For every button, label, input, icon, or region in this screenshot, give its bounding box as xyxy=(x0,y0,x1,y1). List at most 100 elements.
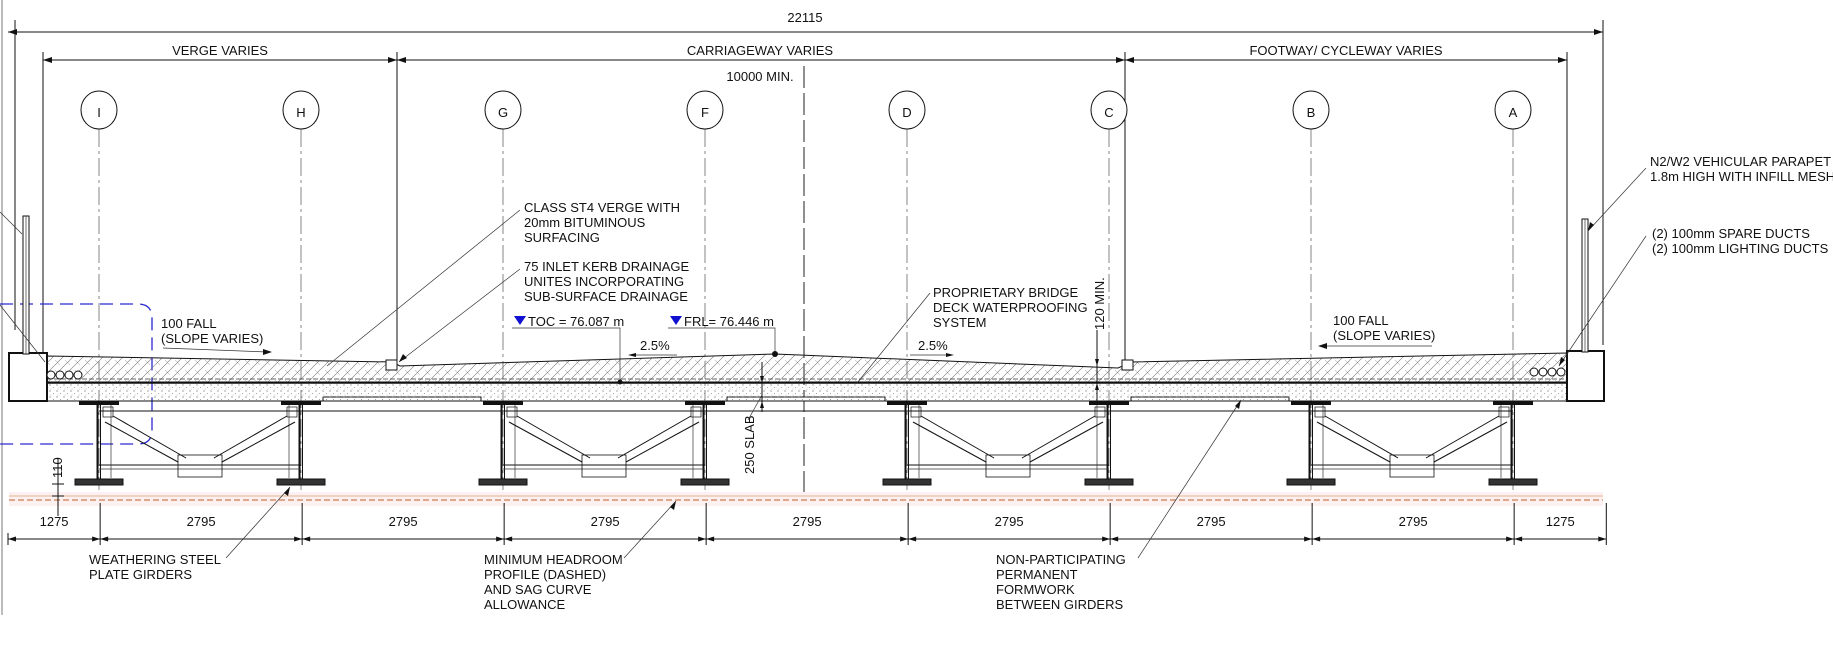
slab-label: 250 SLAB xyxy=(742,415,757,474)
girder-top-flange xyxy=(79,401,119,405)
callout-line: NON-PARTICIPATING xyxy=(996,552,1126,567)
girder-bottom-flange xyxy=(882,478,932,486)
gusset-plate xyxy=(1389,454,1435,478)
girder-top-flange xyxy=(685,401,725,405)
carriageway-varies-label: CARRIAGEWAY VARIES xyxy=(687,43,833,58)
girder-spacing-label: 2795 xyxy=(187,514,216,529)
girder-bottom-flange xyxy=(276,478,326,486)
girders xyxy=(74,396,1538,486)
girder-spacing-label: 1275 xyxy=(40,514,69,529)
grid-label: F xyxy=(701,105,709,120)
surfacing-min-label: 120 MIN. xyxy=(1092,277,1107,330)
bearing-stiffener-plate xyxy=(102,406,114,418)
grid-line-f: F xyxy=(686,90,724,490)
girder-bottom-flange xyxy=(74,478,124,486)
girder xyxy=(1488,401,1538,486)
bearing-stiffener-plate xyxy=(286,406,298,418)
cross-frame-diagonal xyxy=(508,415,591,463)
cross-frame xyxy=(1311,405,1513,478)
grid-label: C xyxy=(1104,105,1113,120)
girder-spacing-label: 2795 xyxy=(793,514,822,529)
cross-frame xyxy=(503,405,705,478)
girder-spacing-label: 2795 xyxy=(591,514,620,529)
svg-text:100 FALL(SLOPE VARIES): 100 FALL(SLOPE VARIES) xyxy=(161,316,263,346)
bearing-stiffener-plate xyxy=(1314,406,1326,418)
left-parapet xyxy=(22,215,30,355)
right-ducts xyxy=(1529,367,1566,377)
cross-frame-diagonal xyxy=(1316,415,1399,463)
grid-bubble xyxy=(1292,90,1330,130)
girder xyxy=(478,401,528,486)
cross-frame-diagonal xyxy=(104,415,187,463)
level-marker-icon xyxy=(670,316,682,325)
girder-spacing-label: 2795 xyxy=(995,514,1024,529)
callout-line: DECK WATERPROOFING xyxy=(933,300,1088,315)
callout-line: PROPRIETARY BRIDGE xyxy=(933,285,1079,300)
callout-line: SUB-SURFACE DRAINAGE xyxy=(524,289,688,304)
left-parapet-leader xyxy=(0,211,23,235)
grid-label: A xyxy=(1509,105,1518,120)
callout-line: SYSTEM xyxy=(933,315,986,330)
overall-dimension-label: 22115 xyxy=(787,10,822,25)
girder xyxy=(1286,401,1336,486)
cross-frame xyxy=(907,405,1109,478)
clearance-label: 110 xyxy=(50,457,65,478)
callout-line: 20mm BITUMINOUS xyxy=(524,215,646,230)
girder xyxy=(680,401,730,486)
grid-label: I xyxy=(97,105,101,120)
footway-varies-label: FOOTWAY/ CYCLEWAY VARIES xyxy=(1249,43,1442,58)
girder xyxy=(74,401,124,486)
girder-bottom-flange xyxy=(1488,478,1538,486)
callout-line: UNITES INCORPORATING xyxy=(524,274,684,289)
girder-bottom-flange xyxy=(478,478,528,486)
callout-line: SURFACING xyxy=(524,230,600,245)
right-parapet xyxy=(1581,218,1589,353)
bearing-stiffener-plate xyxy=(1094,406,1106,418)
surfacing xyxy=(46,352,1568,383)
svg-text:(2) 100mm SPARE DUCTS(2) 100mm: (2) 100mm SPARE DUCTS(2) 100mm LIGHTING … xyxy=(1652,226,1829,256)
frl-level-label: FRL= 76.446 m xyxy=(684,314,774,329)
callout-line: AND SAG CURVE xyxy=(484,582,592,597)
girder-top-flange xyxy=(887,401,927,405)
grid-line-h: H xyxy=(282,90,320,490)
callout-line: FORMWORK xyxy=(996,582,1075,597)
grid-line-b: B xyxy=(1292,90,1330,490)
girder xyxy=(276,401,326,486)
callout-line: WEATHERING STEEL xyxy=(89,552,221,567)
girder-spacing-label: 2795 xyxy=(1197,514,1226,529)
left-crossfall-label: 2.5% xyxy=(640,338,670,353)
girder-top-flange xyxy=(1291,401,1331,405)
cross-frame-diagonal xyxy=(617,415,700,463)
footway-fall-line: (SLOPE VARIES) xyxy=(1333,328,1435,343)
grid-line-c: C xyxy=(1090,90,1128,490)
girder-bottom-flange xyxy=(1286,478,1336,486)
left-ducts xyxy=(46,370,83,380)
callout-line: ALLOWANCE xyxy=(484,597,565,612)
callout-line: CLASS ST4 VERGE WITH xyxy=(524,200,680,215)
clearance-dimension: 110 xyxy=(50,457,65,516)
right-kerb-unit xyxy=(1121,359,1134,371)
bearing-stiffener-plate xyxy=(506,406,518,418)
callout-line: (2) 100mm SPARE DUCTS xyxy=(1652,226,1810,241)
level-marker-icon xyxy=(514,316,526,325)
girder-top-flange xyxy=(1493,401,1533,405)
left-ducts-leader xyxy=(0,304,46,363)
callout-line: PLATE GIRDERS xyxy=(89,567,192,582)
callout-line: 75 INLET KERB DRAINAGE xyxy=(524,259,690,274)
grid-label: B xyxy=(1307,105,1316,120)
footway-fall: 100 FALL(SLOPE VARIES) xyxy=(1318,313,1435,349)
carriageway-min-label: 10000 MIN. xyxy=(726,69,793,84)
